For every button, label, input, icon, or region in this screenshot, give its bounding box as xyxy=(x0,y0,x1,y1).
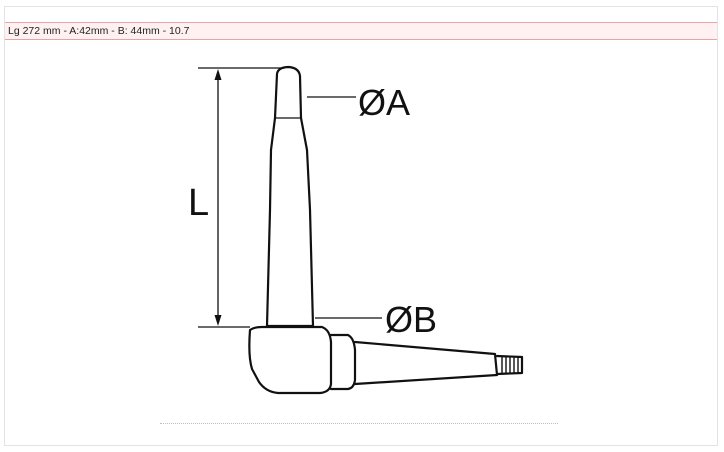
product-caption: Lg 272 mm - A:42mm - B: 44mm - 10.7 xyxy=(5,22,717,40)
collar-outline xyxy=(329,333,357,391)
diameter-b-label: ØB xyxy=(385,299,437,340)
length-label: L xyxy=(188,182,209,224)
elbow-block-outline xyxy=(248,325,333,395)
vertical-shaft-outline xyxy=(265,65,315,328)
diameter-a-label: ØA xyxy=(358,82,410,123)
product-panel: Lg 272 mm - A:42mm - B: 44mm - 10.7 xyxy=(4,6,718,446)
length-dimension xyxy=(198,67,285,328)
spindle-outline xyxy=(353,340,499,386)
thread-hatching xyxy=(501,356,519,374)
dotted-separator xyxy=(160,423,558,424)
diameter-leaders xyxy=(307,96,382,319)
